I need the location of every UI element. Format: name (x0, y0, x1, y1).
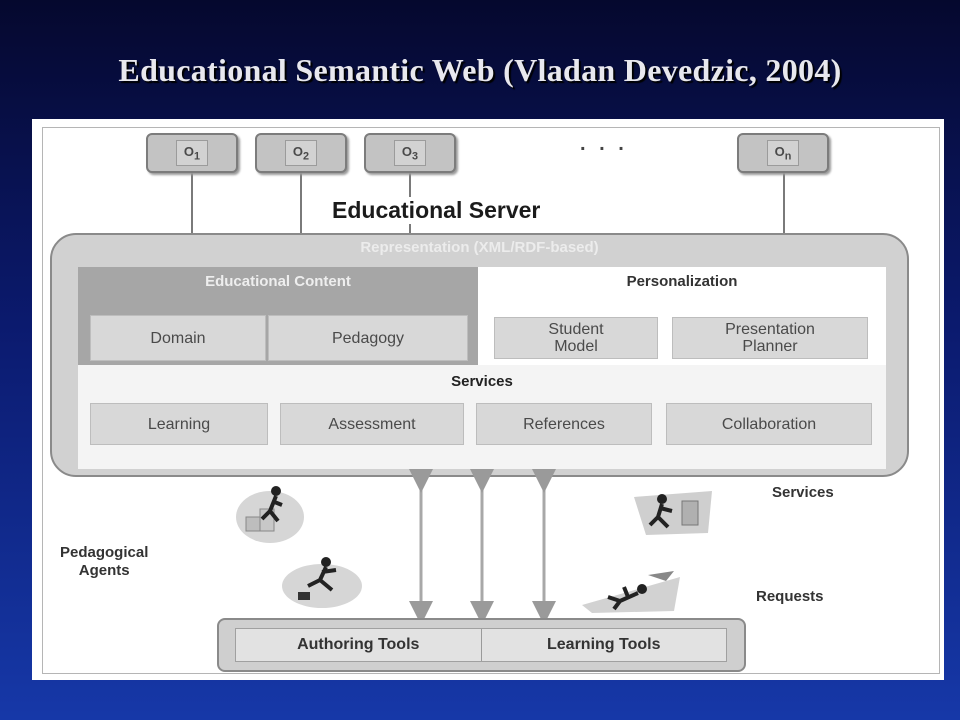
pedagogical-agents-annotation: Pedagogical Agents (60, 544, 149, 579)
presentation-planner-box: Presentation Planner (672, 317, 868, 359)
agent-climbing-icon (236, 486, 304, 543)
ontology-label-2: O2 (284, 139, 318, 167)
ontology-2-connector (300, 171, 302, 237)
server-inner-panel: Educational Content Domain Pedagogy Pers… (78, 267, 886, 469)
agent-running-icon (634, 491, 712, 535)
pedagogy-box: Pedagogy (268, 315, 468, 361)
student-model-box: Student Model (494, 317, 658, 359)
ontology-box-3: O3 (364, 133, 456, 173)
server-title: Educational Server (328, 197, 545, 224)
educational-content-title: Educational Content (205, 273, 351, 290)
personalization-section: Personalization Student Model Presentati… (478, 267, 886, 365)
collaboration-service-box: Collaboration (666, 403, 872, 445)
educational-content-section: Educational Content Domain Pedagogy (78, 267, 478, 365)
learning-tools-box: Learning Tools (480, 629, 727, 661)
requests-annotation: Requests (756, 588, 824, 605)
services-annotation: Services (772, 484, 834, 501)
ontology-label-n: On (766, 139, 800, 167)
learning-service-box: Learning (90, 403, 268, 445)
ontology-box-2: O2 (255, 133, 347, 173)
assessment-service-box: Assessment (280, 403, 464, 445)
request-arrows (409, 469, 556, 625)
slide-title: Educational Semantic Web (Vladan Devedzi… (118, 52, 842, 88)
educational-server: Representation (XML/RDF-based) Education… (50, 233, 909, 477)
ontology-ellipsis: . . . (580, 133, 628, 155)
tools-block: Authoring Tools Learning Tools (217, 618, 746, 672)
ontology-box-n: On (737, 133, 829, 173)
ontology-label-3: O3 (393, 139, 427, 167)
services-title: Services (451, 373, 513, 390)
domain-box: Domain (90, 315, 266, 361)
diagram-canvas: O1 O2 O3 . . . On Educational Server Rep… (32, 119, 944, 680)
agent-diving-icon (582, 571, 680, 613)
ontology-label-1: O1 (175, 139, 209, 167)
authoring-tools-box: Authoring Tools (297, 636, 420, 653)
ontology-n-connector (783, 171, 785, 237)
agent-leaping-icon (282, 557, 362, 608)
ontology-box-1: O1 (146, 133, 238, 173)
personalization-title: Personalization (626, 273, 738, 290)
ontology-1-connector (191, 171, 193, 237)
diagram-frame (42, 127, 940, 674)
tools-inner-panel: Authoring Tools Learning Tools (235, 628, 727, 662)
representation-label: Representation (XML/RDF-based) (360, 239, 599, 256)
references-service-box: References (476, 403, 652, 445)
